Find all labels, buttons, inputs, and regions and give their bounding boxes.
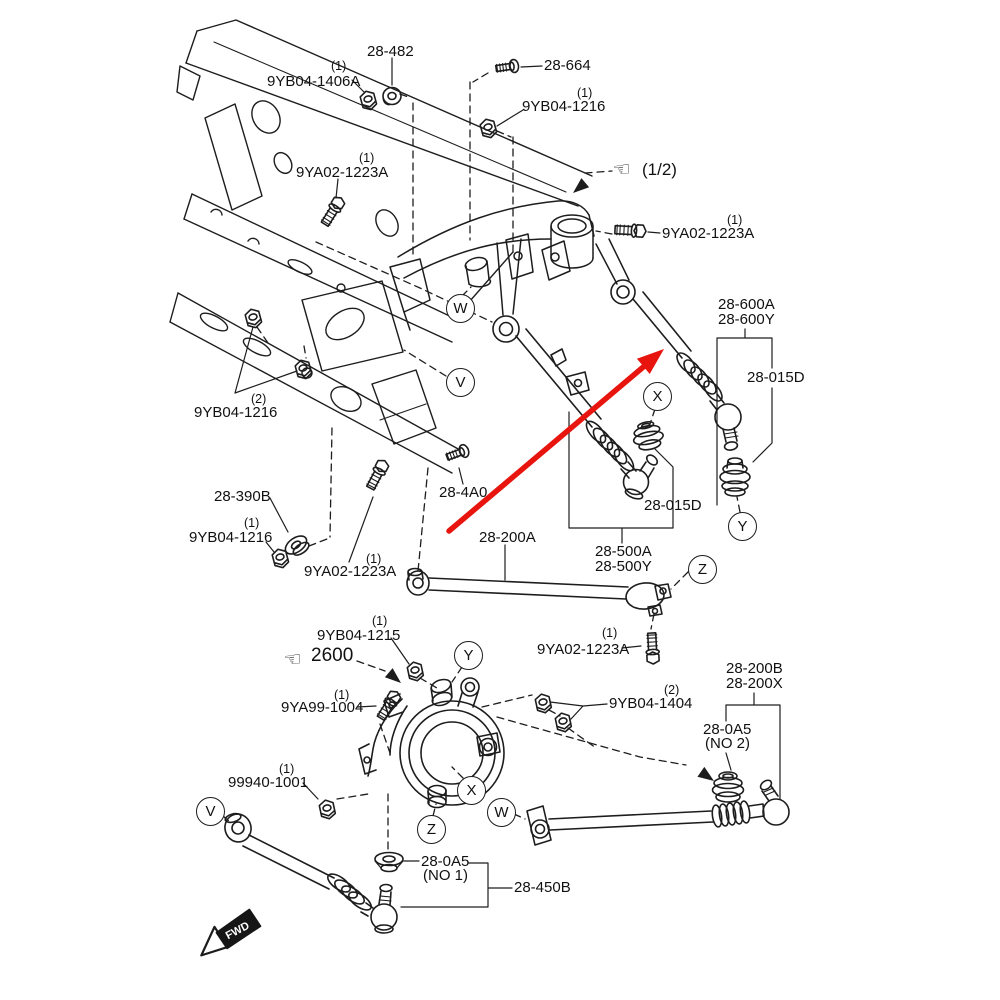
qty-label: (2) [664, 683, 680, 697]
callout-circle-z1: Z [688, 555, 717, 584]
callout-circle-x2: X [457, 776, 486, 805]
part-label-9ya02-1223a-frame: 9YA02-1223A [296, 164, 389, 181]
ball-joint-boot-x-art [632, 421, 664, 451]
fwd-arrow-icon: FWD [200, 908, 262, 957]
part-label-99940-1001: 99940-1001 [228, 774, 309, 791]
crossmember-art [389, 200, 630, 331]
qty-label: (1) [577, 86, 593, 100]
qty-label: (1) [244, 516, 260, 530]
leader-lines [234, 57, 781, 908]
part-label-28-4a0: 28-4A0 [439, 484, 488, 501]
part-label-28-600a: 28-600A [718, 296, 775, 313]
screw-icon [494, 58, 521, 76]
nut-icon [270, 546, 291, 571]
part-label-28-500y: 28-500Y [595, 558, 652, 575]
part-label-28-450b: 28-450B [514, 879, 571, 896]
part-label-28-390b: 28-390B [214, 488, 271, 505]
nut-icon [553, 710, 573, 735]
pointing-hand-icon: ☜ [611, 158, 633, 182]
fasteners-art [243, 58, 661, 822]
part-label-9yb04-1404: 9YB04-1404 [609, 695, 693, 712]
nut-icon [478, 116, 499, 141]
callout-circle-v1: V [446, 368, 475, 397]
part-sublabel-no1: (NO 1) [423, 867, 468, 884]
callout-circle-w2: W [487, 798, 516, 827]
part-label-28-0a5-no1: 28-0A5 [421, 853, 470, 870]
part-label-9yb04-1215: 9YB04-1215 [317, 627, 401, 644]
pointer-arrowheads [384, 178, 714, 781]
washer-icon [284, 535, 310, 556]
qty-label: (1) [366, 552, 382, 566]
part-label-28-200b: 28-200B [726, 660, 783, 677]
upper-link-28-500-art [492, 315, 659, 500]
upper-link-28-600-art [610, 279, 742, 451]
part-label-9ya99-1004: 9YA99-1004 [281, 699, 364, 716]
part-label-9yb04-1216-low: 9YB04-1216 [189, 529, 273, 546]
callout-circle-y1: Y [728, 512, 757, 541]
part-label-28-0a5-no2: 28-0A5 [703, 721, 752, 738]
washer-icon [382, 86, 402, 106]
part-label-28-664: 28-664 [544, 57, 591, 74]
ball-joint-boot-y-art [719, 457, 751, 497]
qty-label: (1) [279, 762, 295, 776]
part-label-9ya02-1223a-right: 9YA02-1223A [662, 225, 755, 242]
qty-label: (1) [359, 151, 375, 165]
trailing-arm-28-450b-art [224, 812, 404, 934]
qty-label: (1) [372, 614, 388, 628]
qty-label: (2) [251, 392, 267, 406]
projection-lines [222, 72, 741, 852]
bolt-icon [318, 193, 348, 229]
red-arrow [446, 349, 664, 534]
knuckle-art [358, 677, 505, 809]
ref-label-half: (1/2) [642, 160, 677, 179]
part-label-9yb04-1216-mid: 9YB04-1216 [194, 404, 278, 421]
part-label-28-200a: 28-200A [479, 529, 536, 546]
qty-label: (1) [727, 213, 743, 227]
callout-circle-z2: Z [417, 815, 446, 844]
qty-label: (1) [334, 688, 350, 702]
callout-circle-v2: V [196, 797, 225, 826]
pointing-hand-icon: ☜ [282, 648, 304, 672]
qty-label: (1) [602, 626, 618, 640]
lateral-rod-28-200a-art [406, 567, 672, 617]
part-label-28-482: 28-482 [367, 43, 414, 60]
part-label-9ya02-1223a-low: 9YA02-1223A [537, 641, 630, 658]
part-label-28-015d-right: 28-015D [747, 369, 805, 386]
part-label-28-500a: 28-500A [595, 543, 652, 560]
part-label-28-200x: 28-200X [726, 675, 783, 692]
part-label-28-600y: 28-600Y [718, 311, 775, 328]
part-label-9yb04-1216-top: 9YB04-1216 [522, 98, 606, 115]
bolt-icon [644, 631, 661, 666]
nut-icon [317, 797, 337, 822]
part-sublabel-no2: (NO 2) [705, 735, 750, 752]
callout-circle-y2: Y [454, 641, 483, 670]
part-label-9ya02-1223a-mid: 9YA02-1223A [304, 563, 397, 580]
part-label-9yb04-1406a: 9YB04-1406A [267, 73, 361, 90]
callout-circle-x1: X [643, 382, 672, 411]
bolt-icon [613, 222, 648, 239]
lower-link-28-200b-art [526, 771, 790, 846]
callout-circle-w1: W [446, 294, 475, 323]
part-label-28-015d-mid: 28-015D [644, 497, 702, 514]
nut-icon [243, 306, 264, 331]
bolt-icon [363, 456, 392, 492]
ref-label-2600: 2600 [311, 645, 354, 666]
screw-icon [444, 442, 472, 465]
qty-label: (1) [331, 59, 347, 73]
